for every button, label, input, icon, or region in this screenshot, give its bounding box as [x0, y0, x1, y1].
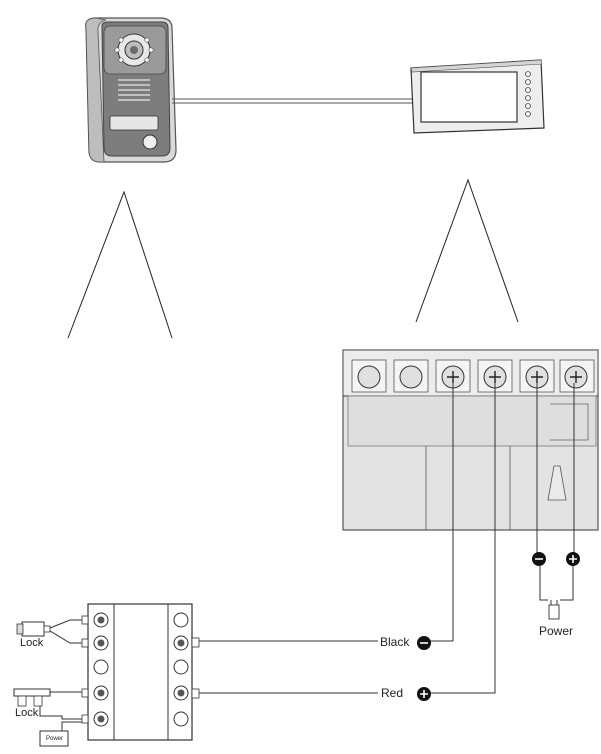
- terminal-3: [435, 359, 471, 393]
- power-plug-icon: [548, 600, 560, 620]
- lock-bottom-label: Lock: [15, 707, 39, 719]
- negative-terminal-icon: [532, 552, 546, 566]
- callout-lines: [67, 178, 519, 339]
- lock-power-adapter-label: Power: [46, 736, 64, 742]
- lock-bottom-icon: [13, 688, 82, 720]
- indoor-monitor-icon: [410, 59, 545, 134]
- black-negative-icon: [417, 636, 431, 650]
- lock-top-icon: [16, 619, 82, 644]
- lock-relay-module: [81, 603, 200, 741]
- terminal-1: [351, 359, 387, 393]
- connecting-cable: [172, 98, 415, 104]
- outdoor-camera-unit-icon: [85, 17, 177, 163]
- power-label: Power: [539, 624, 574, 638]
- red-wire-label: Red: [381, 686, 404, 700]
- red-positive-icon: [417, 687, 431, 701]
- terminal-2: [393, 359, 429, 393]
- lock-power-adapter-icon: [39, 721, 82, 747]
- black-wire-label: Black: [380, 635, 410, 649]
- terminal-6: [559, 359, 595, 393]
- wires: [198, 383, 575, 694]
- lock-top-label: Lock: [20, 637, 44, 649]
- terminal-block: [342, 349, 599, 531]
- positive-terminal-icon: [566, 552, 580, 566]
